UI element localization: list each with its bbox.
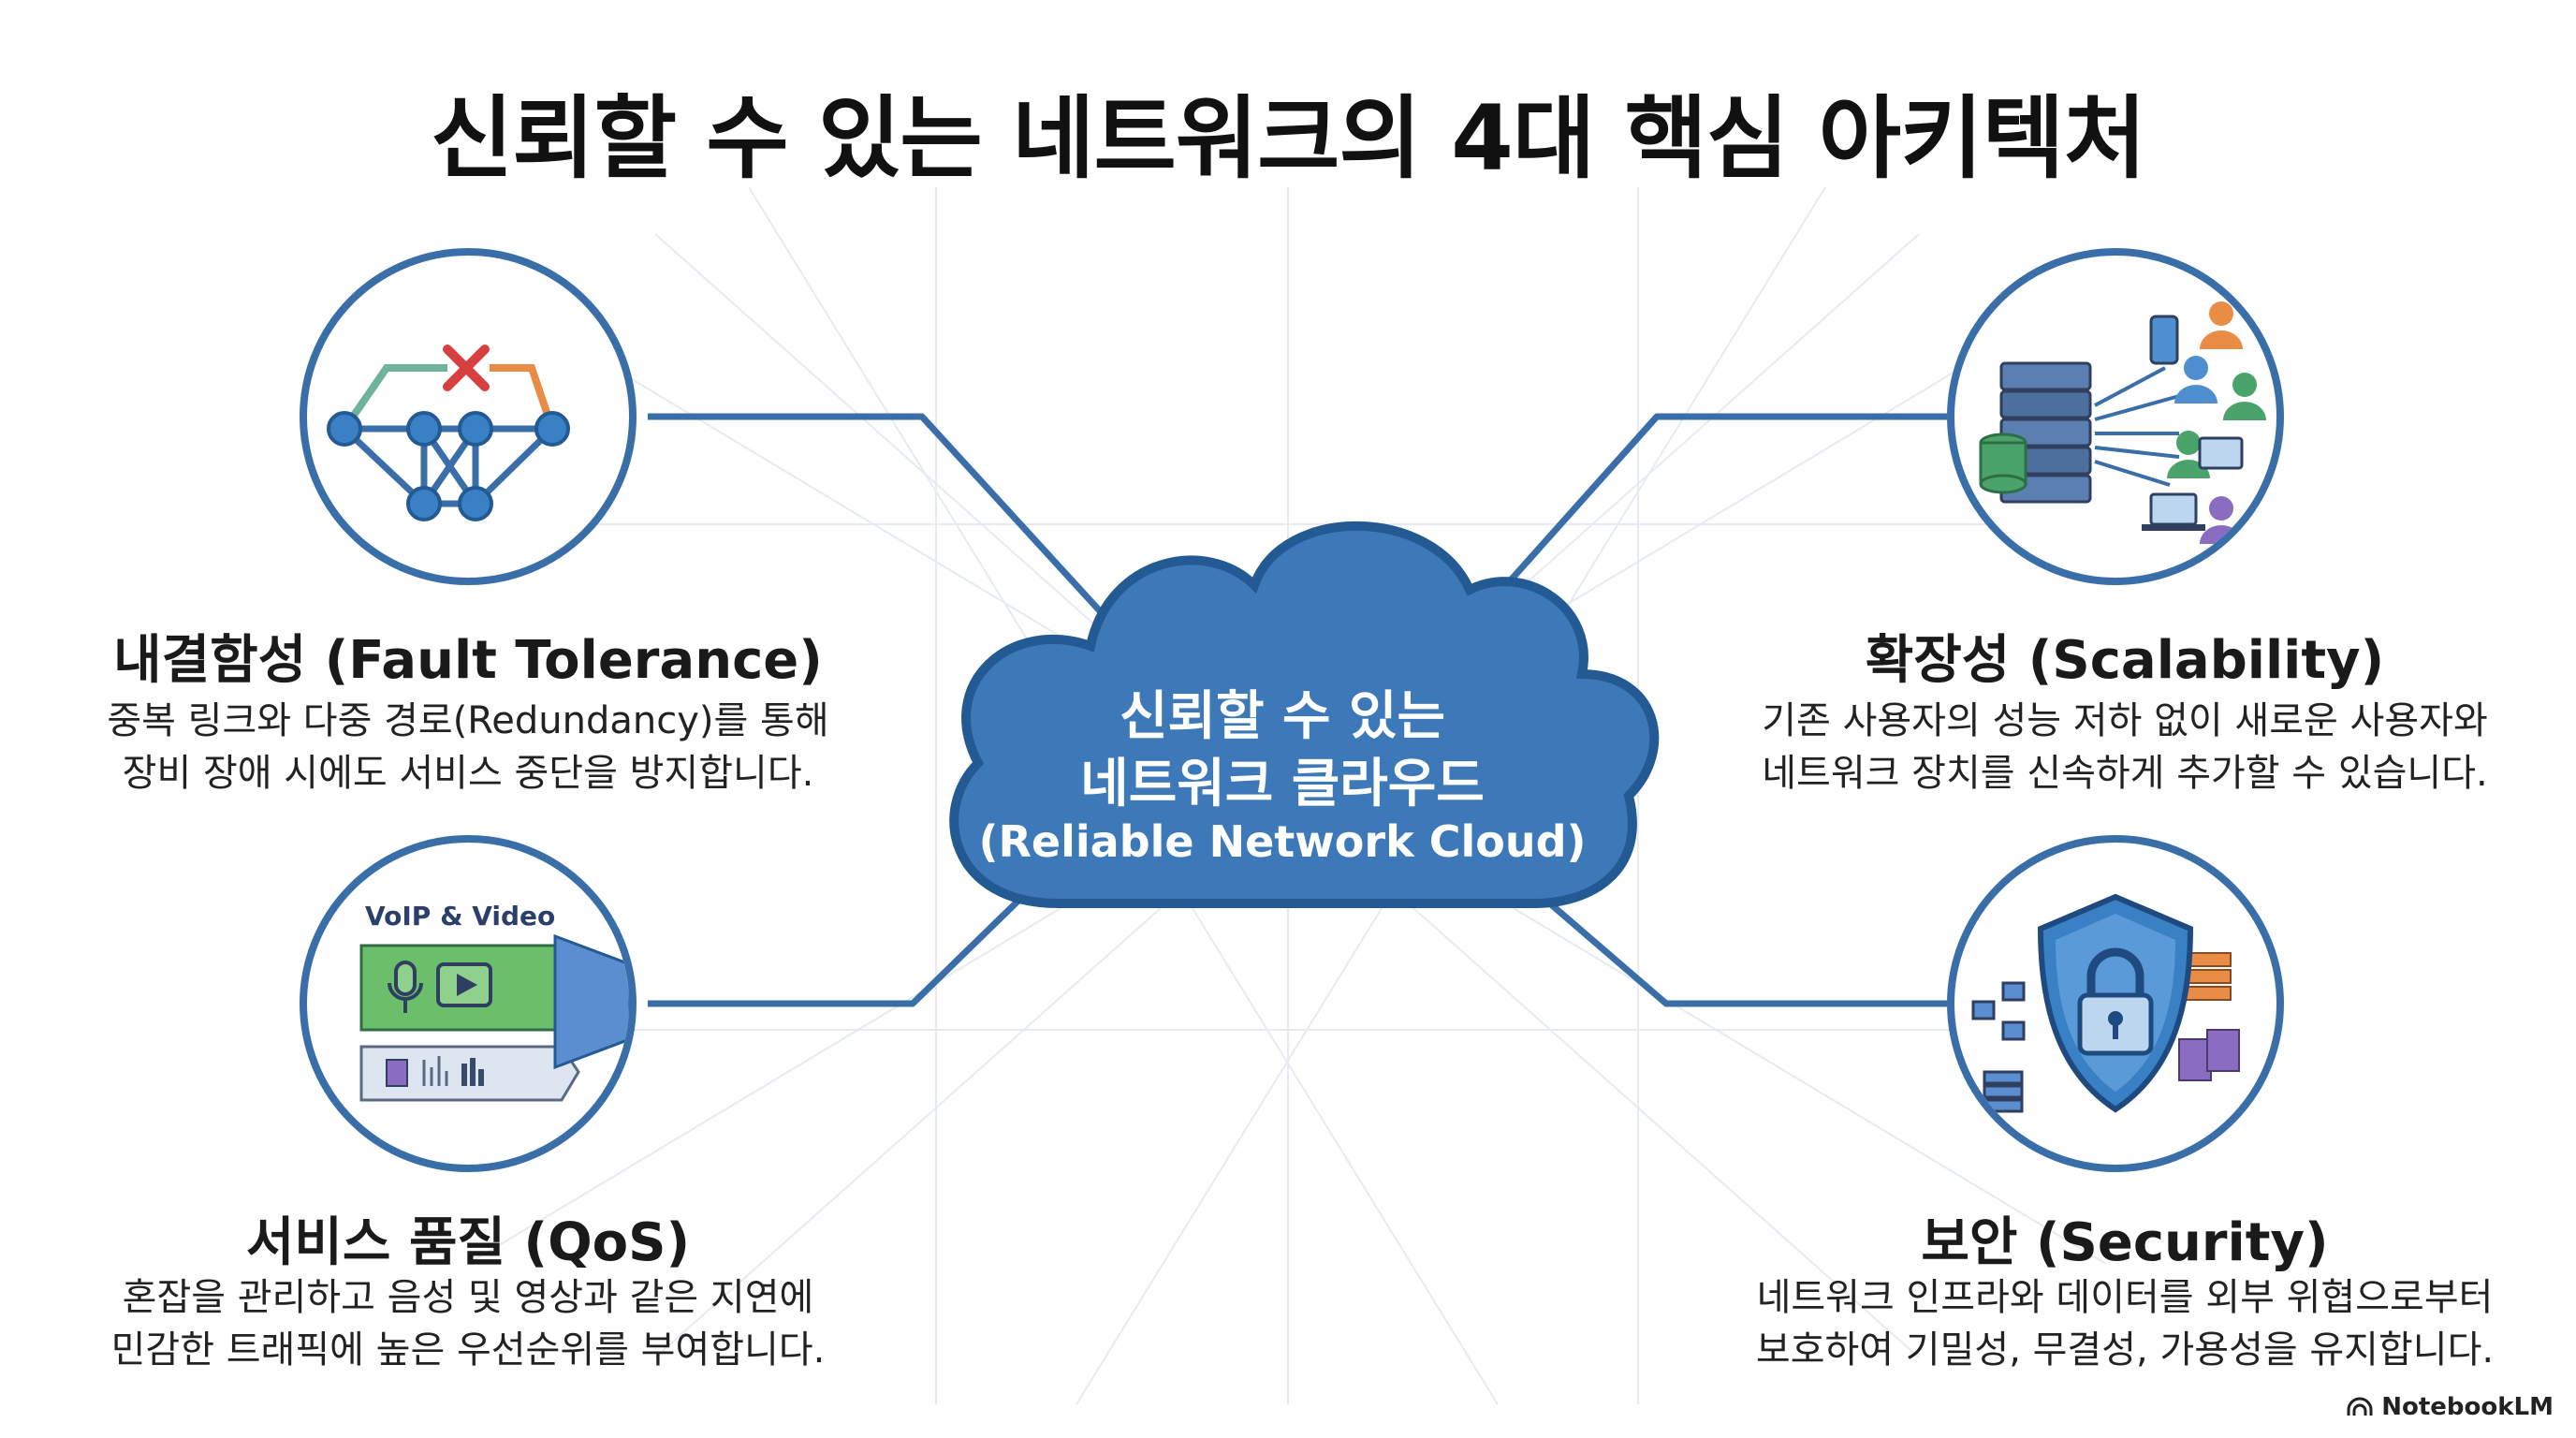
connector-scalability — [1457, 413, 1947, 639]
security-desc-line1: 네트워크 인프라와 데이터를 외부 위협으로부터 — [1756, 1276, 2494, 1319]
connector-qos — [648, 896, 1023, 1007]
video-play-icon — [436, 962, 492, 1007]
cloud-title-line2: 네트워크 클라우드 — [1080, 754, 1485, 814]
shield-lock-icon — [1971, 893, 2240, 1113]
cloud-title-line3: (Reliable Network Cloud) — [978, 816, 1587, 867]
network-mesh-icon — [327, 345, 570, 521]
connector-fault-tolerance — [648, 413, 1126, 639]
scalability-desc-line1: 기존 사용자의 성능 저하 없이 새로운 사용자와 — [1762, 699, 2488, 742]
security-circle — [1947, 835, 2284, 1172]
cloud-title-line1: 신뢰할 수 있는 — [1119, 686, 1446, 747]
fault-tolerance-desc-line1: 중복 링크와 다중 경로(Redundancy)를 통해 — [107, 699, 829, 742]
notebooklm-logo-icon — [2347, 1397, 2373, 1416]
scalability-circle — [1947, 248, 2284, 585]
page-title: 신뢰할 수 있는 네트워크의 4대 핵심 아키텍처 — [430, 86, 2146, 191]
fault-tolerance-desc-line2: 장비 장애 시에도 서비스 중단을 방지합니다. — [122, 752, 814, 795]
fault-tolerance-circle — [300, 248, 637, 585]
voip-video-label: VoIP & Video — [365, 901, 555, 932]
traffic-priority-icon: VoIP & Video — [359, 901, 629, 1102]
qos-title: 서비스 품질 (QoS) — [245, 1212, 691, 1273]
qos-desc-line2: 민감한 트래픽에 높은 우선순위를 부여합니다. — [110, 1328, 826, 1372]
brand-watermark: NotebookLM — [2346, 1393, 2554, 1421]
security-title: 보안 (Security) — [1921, 1212, 2329, 1273]
connector-security — [1542, 896, 1947, 1007]
cloud-shape — [949, 521, 1660, 908]
microphone-icon — [388, 961, 423, 1013]
fault-tolerance-title: 내결함성 (Fault Tolerance) — [113, 630, 823, 691]
qos-circle: VoIP & Video — [300, 835, 637, 1172]
scalability-desc-line2: 네트워크 장치를 신속하게 추가할 수 있습니다. — [1762, 752, 2488, 795]
brand-name: NotebookLM — [2381, 1393, 2554, 1421]
security-desc-line2: 보호하여 기밀성, 무결성, 가용성을 유지합니다. — [1755, 1328, 2495, 1372]
scalability-title: 확장성 (Scalability) — [1865, 630, 2385, 691]
file-icon — [386, 1059, 408, 1087]
padlock-icon — [2077, 947, 2154, 1056]
qos-desc-line1: 혼잡을 관리하고 음성 및 영상과 같은 지연에 — [122, 1276, 814, 1319]
server-scaling-icon — [1979, 301, 2266, 544]
